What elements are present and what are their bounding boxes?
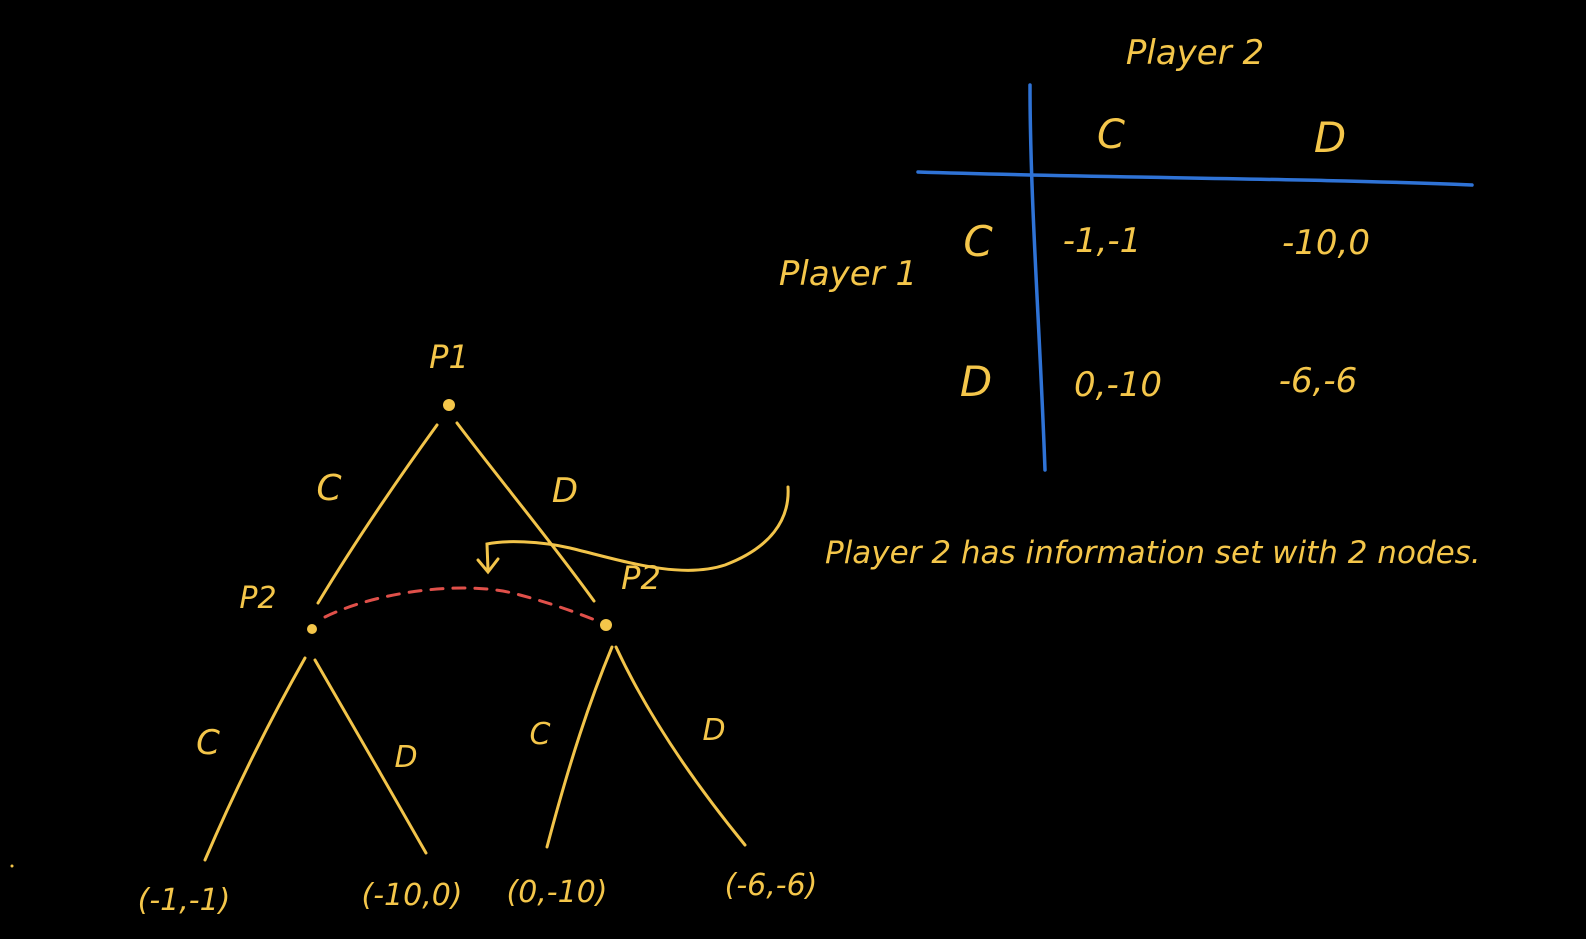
matrix-vertical-line bbox=[1028, 83, 1047, 472]
row-header-d: D bbox=[960, 357, 992, 406]
cell-cd: -10,0 bbox=[1282, 223, 1370, 263]
annotation-arrowhead bbox=[476, 557, 500, 575]
root-branch-d bbox=[455, 421, 596, 603]
column-header-c: C bbox=[1097, 112, 1125, 158]
row-player-label: Player 1 bbox=[779, 254, 917, 294]
payoff-matrix: Player 2 Player 1 C D C D -1,-1 -10,0 0,… bbox=[779, 33, 1474, 472]
information-set-annotation: Player 2 has information set with 2 node… bbox=[825, 535, 1481, 571]
cell-cc: -1,-1 bbox=[1063, 221, 1142, 261]
payoff-dd: (-6,-6) bbox=[725, 868, 818, 903]
payoff-cc: (-1,-1) bbox=[138, 883, 231, 918]
root-node-label: P1 bbox=[429, 338, 469, 376]
information-set-line bbox=[323, 586, 597, 622]
stray-dot bbox=[10, 864, 14, 868]
column-header-d: D bbox=[1314, 113, 1346, 162]
right-branch-c-label: C bbox=[530, 717, 551, 752]
matrix-horizontal-line bbox=[916, 170, 1474, 187]
game-tree: P1 C D P2 P2 C D C D (-1,-1) (-10,0) (0,… bbox=[138, 338, 818, 918]
root-branch-d-label: D bbox=[552, 471, 578, 511]
right-p2-node bbox=[600, 619, 612, 631]
right-branch-d-label: D bbox=[702, 713, 725, 748]
right-branch-c bbox=[545, 645, 614, 849]
left-branch-c-label: C bbox=[196, 723, 220, 763]
right-branch-d bbox=[614, 645, 747, 847]
cell-dd: -6,-6 bbox=[1279, 361, 1358, 401]
left-p2-node bbox=[307, 624, 317, 634]
annotation-arrow bbox=[485, 485, 790, 572]
root-node bbox=[443, 399, 455, 411]
root-branch-c-label: C bbox=[316, 468, 342, 509]
cell-dc: 0,-10 bbox=[1074, 365, 1162, 405]
left-branch-d bbox=[313, 658, 428, 855]
payoff-dc: (0,-10) bbox=[506, 875, 607, 910]
left-branch-d-label: D bbox=[394, 740, 417, 775]
payoff-cd: (-10,0) bbox=[361, 878, 462, 913]
left-p2-label: P2 bbox=[239, 581, 276, 616]
root-branch-c bbox=[316, 423, 439, 605]
left-branch-c bbox=[203, 656, 307, 862]
column-player-label: Player 2 bbox=[1126, 33, 1264, 73]
row-header-c: C bbox=[963, 217, 993, 266]
